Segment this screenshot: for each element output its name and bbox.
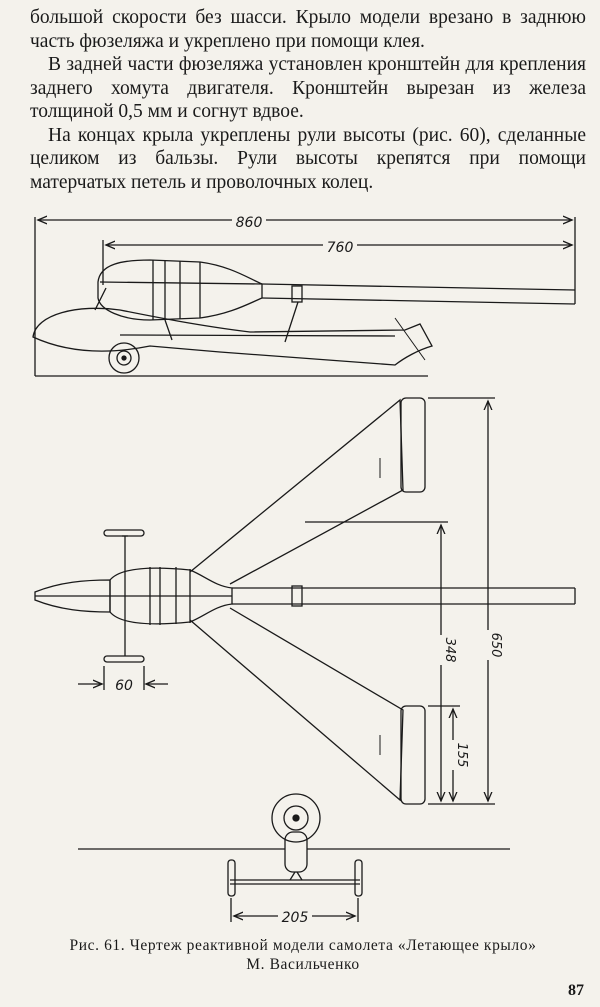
dim-wing-half: 348 xyxy=(442,638,457,663)
front-view xyxy=(78,793,510,922)
caption-line-2: М. Васильченко xyxy=(246,956,360,973)
top-view xyxy=(34,397,576,805)
page-number: 87 xyxy=(568,982,584,999)
dim-elevator: 155 xyxy=(454,743,469,768)
side-view xyxy=(32,217,576,377)
dim-span: 650 xyxy=(488,633,503,658)
figure-caption: Рис. 61. Чертеж реактивной модели самоле… xyxy=(8,936,598,974)
caption-line-1: Рис. 61. Чертеж реактивной модели самоле… xyxy=(69,937,537,954)
paragraph-3: На концах крыла укреплены рули высоты (р… xyxy=(30,124,586,193)
paragraph-1: большой скорости без шасси. Крыло модели… xyxy=(30,7,586,52)
body-text: большой скорости без шасси. Крыло модели… xyxy=(30,6,586,194)
aircraft-drawing: 860 760 60 348 650 155 205 xyxy=(32,211,576,926)
dim-body-length: 760 xyxy=(327,240,354,256)
dim-wheel-track: 205 xyxy=(282,910,309,926)
paragraph-2: В задней части фюзеляжа установлен кронш… xyxy=(30,54,586,122)
dim-overall-length: 860 xyxy=(236,215,263,231)
dim-gear-width: 60 xyxy=(115,678,133,694)
